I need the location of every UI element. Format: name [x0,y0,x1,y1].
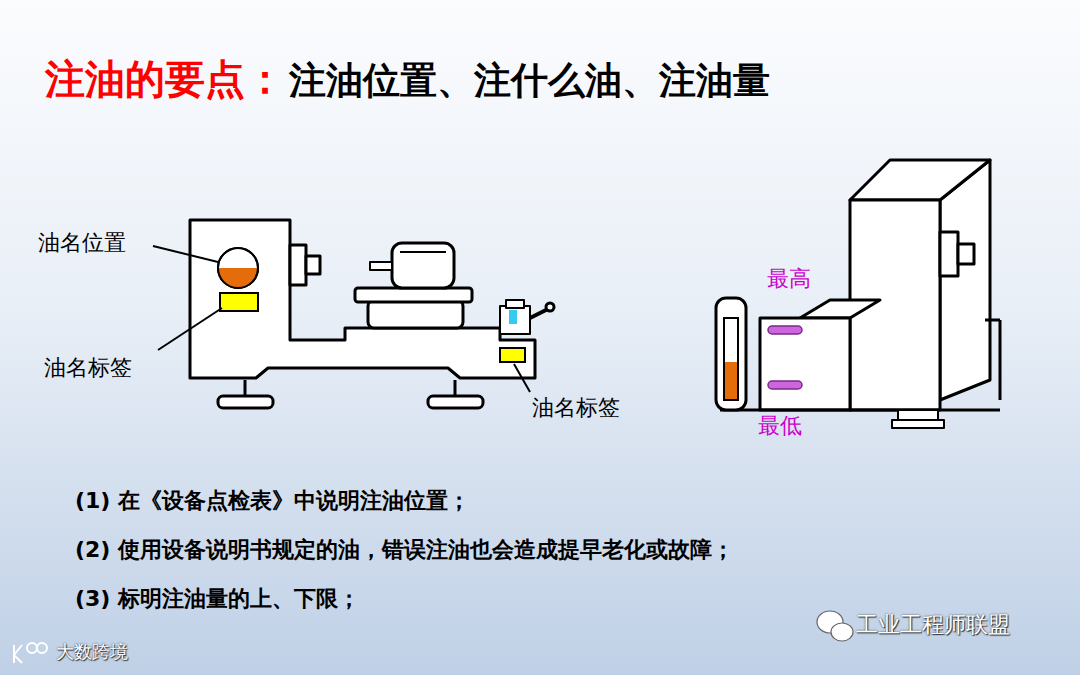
note: (2) 使用设备说明书规定的油，错误注油也会造成提早老化或故障； [75,537,734,562]
watermark: 大数跨境 [56,642,128,663]
lathe [190,220,554,408]
watermark-icon [817,611,853,641]
note: (1) 在《设备点检表》中说明注油位置； [75,488,470,513]
part-label: 油名标签 [44,355,132,380]
subtitle: 注油位置、注什么油、注油量 [289,60,770,103]
watermark: 工业工程师联盟 [856,612,1010,637]
part-label: 油名标签 [532,395,620,420]
gearbox [720,160,1000,428]
title: 注油的要点： [45,56,285,102]
watermark-logo [14,643,47,663]
level-label: 最低 [758,413,802,438]
note: (3) 标明注油量的上、下限； [75,586,360,611]
part-label: 油名位置 [38,230,126,255]
level-label: 最高 [767,266,811,291]
leader-lines [153,246,530,392]
